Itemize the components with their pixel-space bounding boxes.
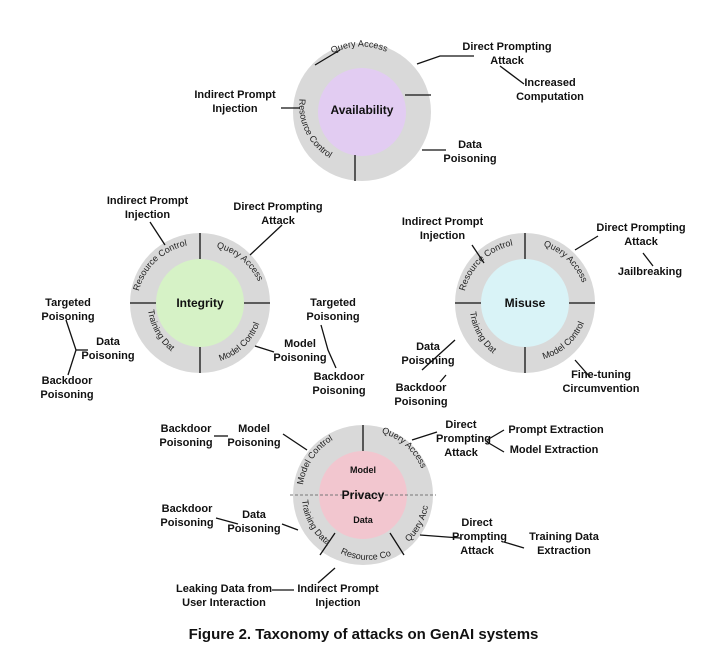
pr-leaking-data: Leaking Data from User Interaction (176, 583, 272, 609)
mi-data-poisoning: Data Poisoning (401, 341, 455, 367)
in-backdoor-poisoning-left: Backdoor Poisoning (40, 375, 94, 401)
av-data-poisoning: Data Poisoning (443, 139, 497, 165)
pr-data-poisoning: Data Poisoning (227, 509, 281, 535)
pr-direct-prompting-top: Direct Prompting Attack (436, 419, 491, 459)
availability-core (318, 68, 406, 156)
privacy-model-label: Model (350, 465, 376, 475)
mi-backdoor-poisoning: Backdoor Poisoning (394, 382, 448, 408)
availability-circle: Query Access Resource Control (293, 39, 431, 181)
connector-lines (65, 55, 654, 591)
in-indirect-prompt-injection: Indirect Prompt Injection (106, 195, 189, 221)
mi-direct-prompting: Direct Prompting Attack (596, 222, 686, 248)
av-increased-computation: Increased Computation (516, 77, 584, 103)
pr-backdoor-poisoning-bottom: Backdoor Poisoning (160, 503, 214, 529)
in-direct-prompting: Direct Prompting Attack (233, 201, 323, 227)
in-backdoor-poisoning-right: Backdoor Poisoning (312, 371, 366, 397)
privacy-center-label: Privacy (341, 488, 385, 502)
pr-model-extraction: Model Extraction (509, 444, 599, 456)
in-model-poisoning: Model Poisoning (273, 338, 327, 364)
in-targeted-poisoning-right: Targeted Poisoning (306, 297, 360, 323)
mi-indirect-prompt-injection: Indirect Prompt Injection (401, 216, 484, 242)
mi-fine-tuning: Fine-tuning Circumvention (562, 369, 640, 395)
figure-caption: Figure 2. Taxonomy of attacks on GenAI s… (188, 626, 539, 643)
privacy-data-label: Data (353, 515, 373, 525)
pr-model-poisoning: Model Poisoning (227, 423, 281, 449)
integrity-core (156, 259, 244, 347)
av-direct-prompting: Direct Prompting Attack (462, 41, 552, 67)
misuse-center-label: Misuse (504, 296, 546, 310)
misuse-core (481, 259, 569, 347)
pr-direct-prompting-bottom: Direct Prompting Attack (452, 517, 507, 557)
av-indirect-prompt-injection: Indirect Prompt Injection (194, 89, 276, 115)
pr-backdoor-poisoning-top: Backdoor Poisoning (159, 423, 213, 449)
pr-training-data-extraction: Training Data Extraction (529, 531, 599, 557)
pr-indirect-prompt-injection: Indirect Prompt Injection (297, 583, 379, 609)
availability-center-label: Availability (330, 103, 394, 117)
in-targeted-poisoning-left: Targeted Poisoning (41, 297, 95, 323)
pr-prompt-extraction: Prompt Extraction (508, 424, 604, 436)
mi-jailbreaking: Jailbreaking (617, 266, 683, 278)
in-data-poisoning: Data Poisoning (81, 336, 135, 362)
integrity-center-label: Integrity (176, 296, 224, 310)
